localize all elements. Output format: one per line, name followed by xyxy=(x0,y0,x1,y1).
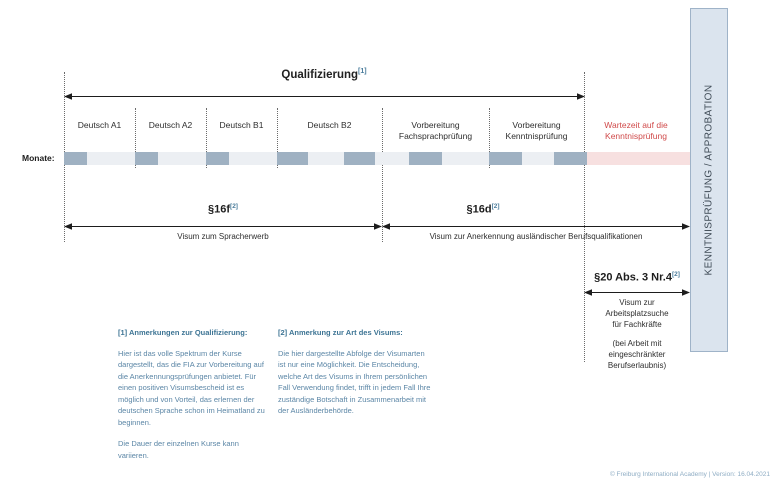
months-axis-label: Monate: xyxy=(22,153,55,163)
guide-wait-start xyxy=(584,72,585,362)
visa-16d-span-arrow xyxy=(382,223,690,230)
column-label-deutsch-a1: Deutsch A1 xyxy=(77,120,122,130)
months-bar-segment xyxy=(554,152,587,165)
months-bar-segment xyxy=(409,152,442,165)
months-bar-segment xyxy=(64,152,87,165)
guide-b2-vorb xyxy=(382,108,383,242)
visa-16d-footnote-marker: [2] xyxy=(491,203,500,210)
column-label-deutsch-b1: Deutsch B1 xyxy=(219,120,264,130)
months-bar-segment xyxy=(489,152,522,165)
guide-b1-b2 xyxy=(277,108,278,168)
column-label-deutsch-b2: Deutsch B2 xyxy=(307,120,352,130)
footnote-visa-heading: [2] Anmerkung zur Art des Visums: xyxy=(278,328,403,337)
visa-20-subtitle-line1: Visum zur xyxy=(619,298,655,307)
visa-20-subtitle: Visum zur Arbeitsplatzsuche für Fachkräf… xyxy=(584,297,690,371)
visa-16f-footnote-marker: [2] xyxy=(230,203,238,210)
visa-20-title: §20 Abs. 3 Nr.4[2] xyxy=(584,271,690,284)
guide-a2-b1 xyxy=(206,108,207,168)
qualification-title-text: Qualifizierung xyxy=(281,68,359,81)
visa-20-subtitle-line5: eingeschränkter xyxy=(608,350,666,359)
visa-20-footnote-marker: [2] xyxy=(671,271,680,278)
months-bar-segment xyxy=(277,152,308,165)
exam-approbation-label: KENNTNISPRÜFUNG / APPROBATION xyxy=(703,84,715,276)
visa-20-subtitle-line3: für Fachkräfte xyxy=(612,320,662,329)
visa-16f-title-text: §16f xyxy=(208,203,231,216)
visa-20-subtitle-line6: Berufserlaubnis) xyxy=(607,361,667,370)
months-bar-track xyxy=(64,152,690,165)
footnote-visa-paragraph: Die hier dargestellte Abfolge der Visuma… xyxy=(278,348,431,416)
visa-20-span-arrow xyxy=(584,289,690,296)
months-bar-segment xyxy=(135,152,158,165)
months-bar-segment xyxy=(206,152,229,165)
visa-16f-subtitle: Visum zum Spracherwerb xyxy=(177,232,269,241)
footnote-qualification-heading: [1] Anmerkungen zur Qualifizierung: xyxy=(118,328,248,337)
visa-16d-title: §16d[2] xyxy=(382,203,584,216)
qualification-title: Qualifizierung[1] xyxy=(64,68,584,81)
visa-20-subtitle-line4: (bei Arbeit mit xyxy=(612,339,662,348)
guide-vorb-vorb xyxy=(489,108,490,168)
months-bar-segment xyxy=(344,152,375,165)
months-bar-wait-region xyxy=(584,152,690,165)
column-label-deutsch-a2: Deutsch A2 xyxy=(148,120,193,130)
qualification-footnote-marker: [1] xyxy=(358,68,367,75)
visa-16d-title-text: §16d xyxy=(466,203,492,216)
footnote-qualification-paragraph: Hier ist das volle Spektrum der Kurse da… xyxy=(118,348,265,427)
visa-20-title-text: §20 Abs. 3 Nr.4 xyxy=(594,271,672,284)
footnote-qualification: [1] Anmerkungen zur Qualifizierung: Hier… xyxy=(118,327,268,471)
footer-copyright: © Freiburg International Academy | Versi… xyxy=(609,471,770,478)
visa-20-subtitle-line2: Arbeitsplatzsuche xyxy=(605,309,669,318)
visa-16f-title: §16f[2] xyxy=(64,203,382,216)
guide-a1-a2 xyxy=(135,108,136,168)
visa-16f-span-arrow xyxy=(64,223,382,230)
exam-approbation-box: KENNTNISPRÜFUNG / APPROBATION xyxy=(690,8,728,352)
visa-16d-subtitle: Visum zur Anerkennung ausländischer Beru… xyxy=(429,232,643,241)
footnote-qualification-paragraph: Die Dauer der einzelnen Kurse kann varii… xyxy=(118,439,239,460)
qualification-span-arrow xyxy=(64,93,585,100)
footnote-visa: [2] Anmerkung zur Art des Visums: Die hi… xyxy=(278,327,433,427)
